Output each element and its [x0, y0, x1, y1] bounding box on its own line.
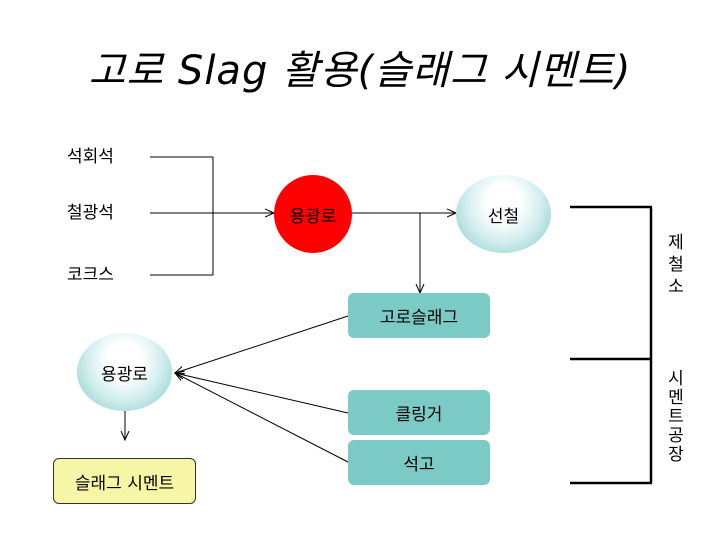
arrow-slag-to-furnace: [175, 315, 349, 373]
clinker-node: 클링거: [348, 390, 490, 435]
arrow-clinker-to-furnace: [175, 373, 349, 414]
arrow-gypsum-to-furnace: [175, 373, 349, 463]
input-limestone: 석회석: [67, 147, 114, 167]
cement-furnace-label: 용광로: [101, 364, 148, 385]
blast-furnace-node: 용광로: [274, 175, 352, 253]
pig-iron-node: 선철: [456, 175, 551, 253]
slag-cement-label: 슬래그 시멘트: [74, 473, 175, 494]
gypsum-node: 석고: [348, 440, 490, 485]
gypsum-label: 석고: [403, 455, 435, 475]
page-title: 고로 Slag 활용(슬래그 시멘트): [88, 48, 632, 94]
clinker-label: 클링거: [395, 405, 443, 425]
slag-cement-node: 슬래그 시멘트: [53, 458, 196, 504]
cement-furnace-node: 용광로: [77, 333, 172, 411]
blast-slag-label: 고로슬래그: [379, 308, 459, 328]
blast-furnace-label: 용광로: [289, 206, 337, 227]
input-iron-ore: 철광석: [67, 203, 114, 223]
blast-slag-node: 고로슬래그: [348, 293, 490, 338]
input-coke: 코크스: [67, 265, 114, 285]
pig-iron-label: 선철: [487, 206, 520, 227]
